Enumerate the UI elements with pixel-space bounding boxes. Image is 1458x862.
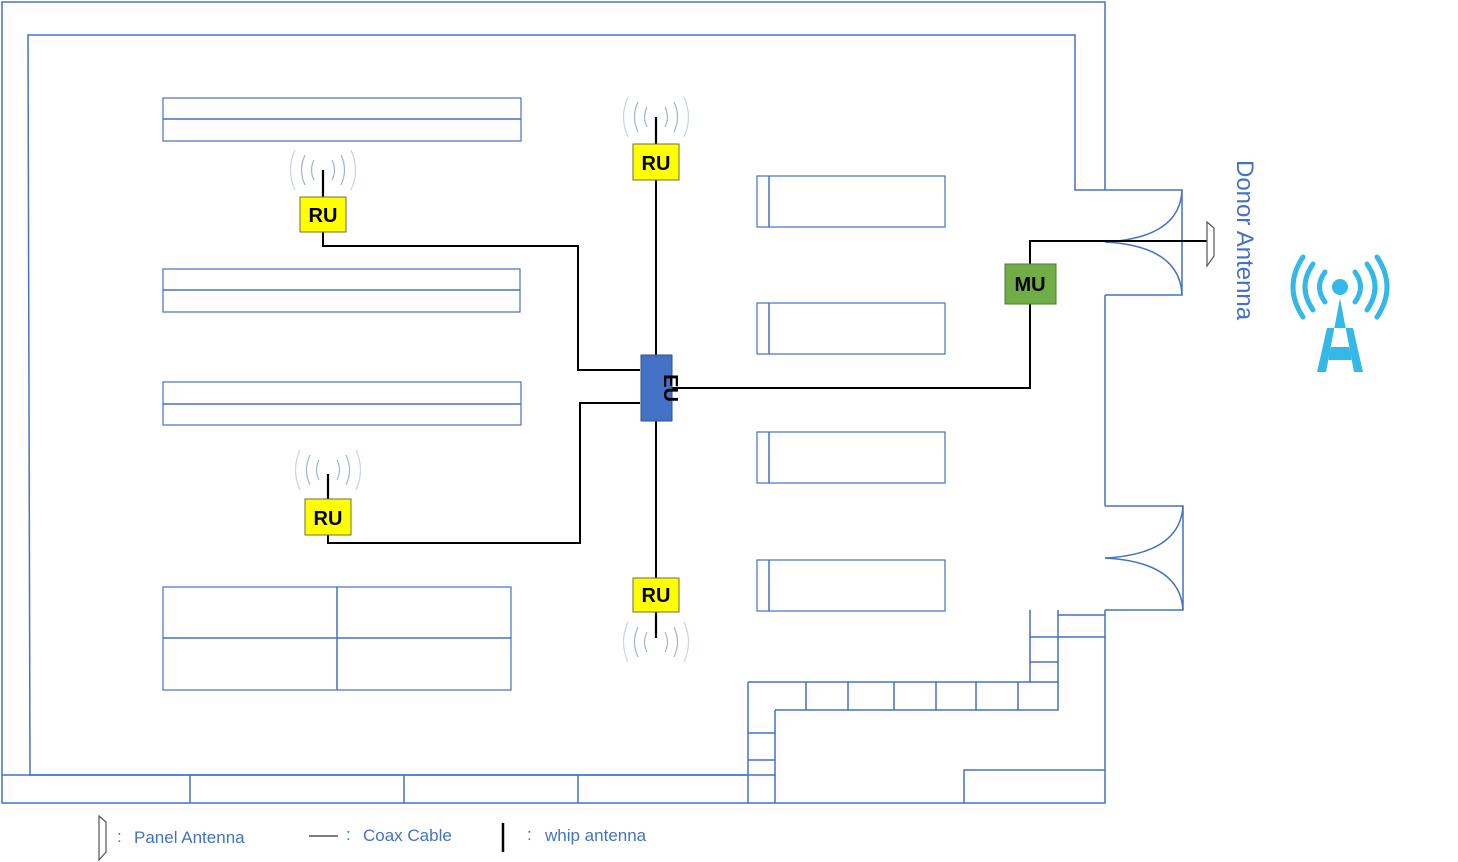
panel-antenna-icon	[98, 814, 107, 862]
cable-eu-to-mu	[672, 304, 1031, 389]
eu-label: EU	[659, 374, 681, 402]
beds-right	[756, 175, 946, 612]
legend-whip-antenna: : whip antenna	[501, 823, 647, 852]
coax-cables	[322, 180, 1208, 578]
table-block	[162, 586, 512, 691]
legend-separator-1: :	[117, 827, 122, 846]
bottom-partitions	[189, 775, 579, 803]
donor-panel-antenna-icon	[1206, 220, 1215, 268]
ru-top-left-label: RU	[309, 205, 338, 227]
shelving-left	[162, 97, 522, 426]
whip-antenna-ru-top-left	[289, 149, 357, 197]
legend-coax-cable-label: Coax Cable	[363, 826, 452, 845]
ru-bottom-center-label: RU	[642, 585, 671, 607]
ru-top-center: RU	[632, 143, 680, 181]
whip-antenna-ru-bottom-center	[622, 612, 690, 663]
ru-bottom-left: RU	[304, 498, 352, 536]
legend-panel-antenna: : Panel Antenna	[98, 814, 245, 862]
main-unit: MU	[1004, 263, 1057, 305]
door-top	[1104, 189, 1183, 296]
ru-top-left: RU	[299, 196, 347, 233]
door-bottom	[1104, 505, 1184, 611]
cable-eu-to-ru-top-left	[322, 232, 640, 371]
cable-eu-to-ru-bottom-left	[327, 402, 640, 544]
legend-panel-antenna-label: Panel Antenna	[134, 828, 245, 847]
whip-antenna-ru-bottom-left	[294, 449, 362, 499]
expansion-unit: EU	[640, 354, 681, 422]
ru-top-center-label: RU	[642, 153, 671, 175]
cell-tower-icon	[1290, 254, 1390, 372]
donor-antenna-label: Donor Antenna	[1231, 160, 1258, 321]
legend-coax-cable: : Coax Cable	[309, 825, 452, 845]
ru-bottom-left-label: RU	[314, 508, 343, 530]
ru-bottom-center: RU	[632, 577, 680, 613]
whip-antenna-ru-top-center	[622, 96, 690, 144]
cable-mu-to-donor	[1029, 240, 1208, 264]
legend: : Panel Antenna : Coax Cable : whip ante…	[98, 814, 647, 862]
stair-structure	[747, 610, 1105, 803]
building-walls	[1, 1, 1106, 804]
outer-wall	[1, 1, 1106, 804]
legend-whip-antenna-label: whip antenna	[544, 826, 647, 845]
legend-separator-2: :	[346, 825, 351, 844]
mu-label: MU	[1014, 274, 1045, 296]
legend-separator-3: :	[527, 825, 532, 844]
